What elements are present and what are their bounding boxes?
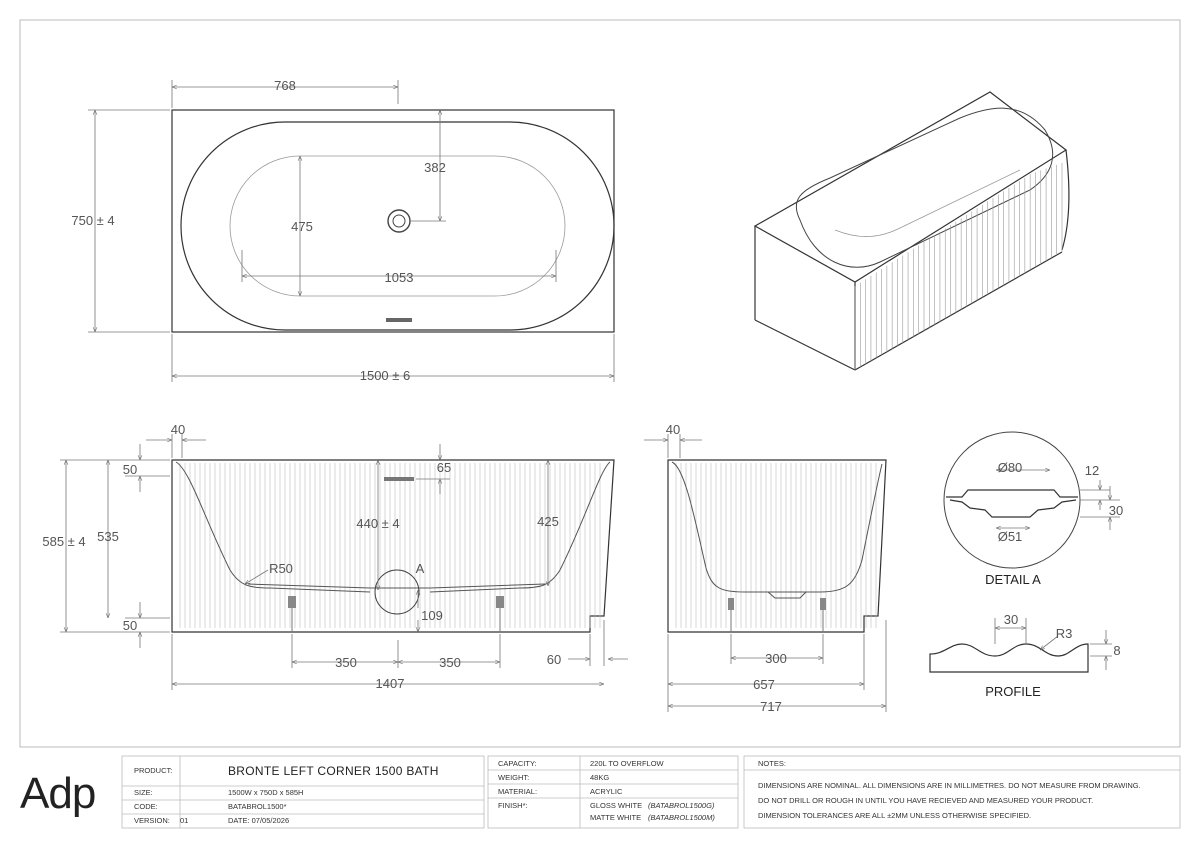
finish-matte: MATTE WHITE [590,813,642,822]
dim-768: 768 [274,78,296,93]
dim-1500: 1500 ± 6 [360,368,411,383]
label-detail-a: A [416,561,425,576]
dim-657: 657 [753,677,775,692]
weight-value: 48KG [590,773,610,782]
product-value: BRONTE LEFT CORNER 1500 BATH [228,764,439,778]
dim-750: 750 ± 4 [71,213,114,228]
date-value: DATE: 07/05/2026 [228,816,290,825]
size-label: SIZE: [134,788,153,797]
top-view-inner-floor [229,155,566,297]
dim-350-right: 350 [439,655,461,670]
dim-r50: R50 [269,561,293,576]
note-1: DIMENSIONS ARE NOMINAL. ALL DIMENSIONS A… [758,781,1141,790]
dim-109: 109 [421,608,443,623]
dim-65: 65 [437,460,451,475]
profile-view: 30 R3 8 PROFILE [929,612,1121,699]
dim-475: 475 [291,219,313,234]
side-view-outline [667,459,887,633]
dim-1053: 1053 [385,270,414,285]
note-2: DO NOT DRILL OR ROUGH IN UNTIL YOU HAVE … [758,796,1094,805]
brand-logo: Adp [20,769,96,818]
version-value: 01 [180,816,189,825]
dim-440: 440 ± 4 [356,516,399,531]
dim-30-profile: 30 [1004,612,1018,627]
top-view-basin [180,121,615,331]
capacity-value: 220L TO OVERFLOW [590,759,664,768]
finish-matte-code: (BATABROL1500M) [648,813,715,822]
overflow-slot-icon [386,318,412,322]
dim-585: 585 ± 4 [42,534,85,549]
finish-gloss-code: (BATABROL1500G) [648,801,715,810]
front-legs [288,596,504,632]
dim-300: 300 [765,651,787,666]
dim-50-bottom: 50 [123,618,137,633]
code-value: BATABROL1500* [228,802,287,811]
drawing-frame [19,19,1181,748]
profile-title: PROFILE [985,684,1041,699]
code-label: CODE: [134,802,158,811]
front-view: A 40 585 ± 4 535 50 50 65 440 ± 4 [42,422,628,691]
finish-gloss: GLOSS WHITE [590,801,643,810]
dim-12: 12 [1085,463,1099,478]
version-label: VERSION: [134,816,170,825]
material-label: MATERIAL: [498,787,538,796]
size-value: 1500W x 750D x 585H [228,788,304,797]
detail-a-callout [374,569,420,615]
capacity-label: CAPACITY: [498,759,537,768]
dim-front-40: 40 [171,422,185,437]
dim-1407: 1407 [376,676,405,691]
dim-350-left: 350 [335,655,357,670]
side-legs [728,598,826,632]
dim-30-detail: 30 [1109,503,1123,518]
detail-a-title: DETAIL A [985,572,1041,587]
top-view: 768 750 ± 4 382 475 1053 1500 ± 6 [71,78,615,383]
dim-8: 8 [1113,643,1120,658]
side-view: 40 300 657 717 [644,422,887,714]
detail-a-view: Ø80 Ø51 12 30 DETAIL A [943,431,1123,587]
finish-label: FINISH*: [498,801,528,810]
dim-717: 717 [760,699,782,714]
dim-50-top: 50 [123,462,137,477]
weight-label: WEIGHT: [498,773,530,782]
dim-dia-80: Ø80 [998,460,1023,475]
dim-r3: R3 [1056,626,1073,641]
dim-382: 382 [424,160,446,175]
title-block [121,755,1181,829]
dim-side-40: 40 [666,422,680,437]
isometric-view [753,91,1070,371]
product-label: PRODUCT: [134,766,173,775]
dim-60: 60 [547,652,561,667]
note-3: DIMENSION TOLERANCES ARE ALL ±2MM UNLESS… [758,811,1032,820]
material-value: ACRYLIC [590,787,623,796]
dim-425: 425 [537,514,559,529]
notes-label: NOTES: [758,759,786,768]
dim-dia-51: Ø51 [998,529,1023,544]
dim-535: 535 [97,529,119,544]
drain-icon [387,209,411,233]
